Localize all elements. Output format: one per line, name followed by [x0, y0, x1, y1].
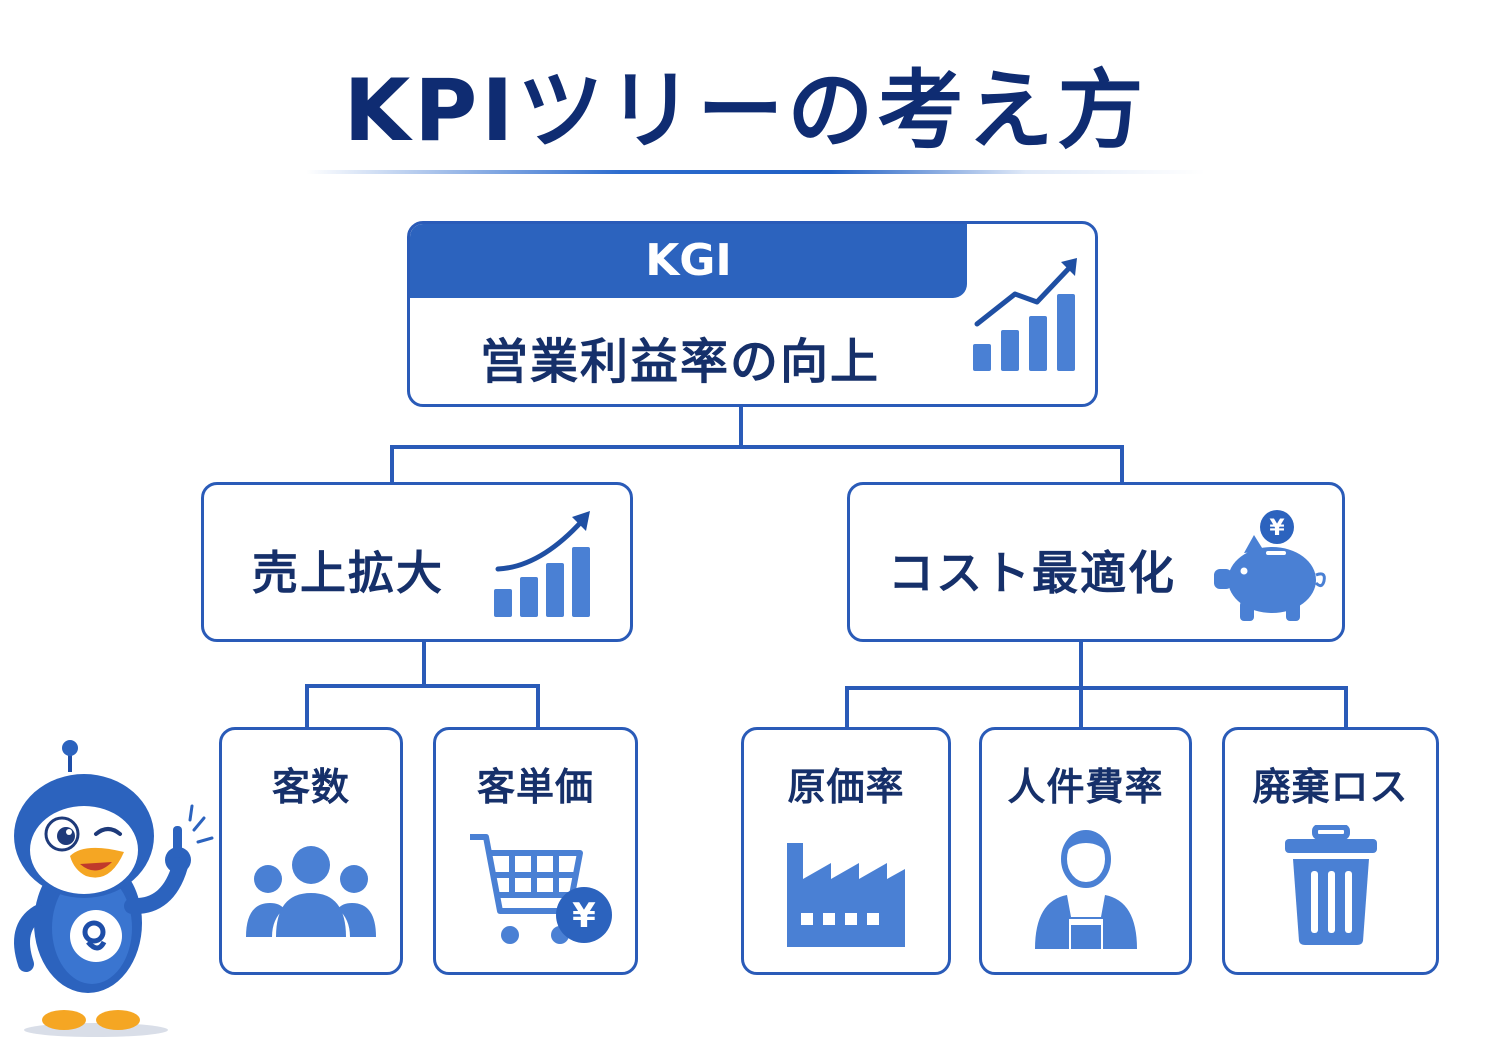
piggy-bank-icon: ¥	[1214, 510, 1326, 621]
shopping-cart-yen-icon: ¥	[470, 834, 612, 944]
branch-cost-optimization: コスト最適化 ¥	[847, 482, 1345, 642]
leaf-customer-count: 客数	[219, 727, 403, 975]
trash-can-icon	[1284, 825, 1377, 945]
factory-icon	[787, 843, 905, 947]
kgi-label: 営業利益率の向上	[480, 334, 881, 390]
leaf-waste-loss: 廃棄ロス	[1222, 727, 1439, 975]
kgi-badge: KGI	[410, 224, 967, 298]
branch-label: 売上拡大	[252, 546, 444, 600]
leaf-label: 客数	[271, 765, 350, 809]
title-divider	[306, 170, 1206, 174]
leaf-label: 客単価	[476, 765, 594, 809]
penguin-mascot	[14, 740, 214, 1037]
page-title: KPIツリーの考え方	[343, 61, 1148, 161]
growth-chart-icon	[973, 258, 1077, 371]
svg-text:¥: ¥	[1269, 516, 1285, 541]
people-group-icon	[246, 846, 376, 937]
leaf-cost-ratio: 原価率	[741, 727, 951, 975]
leaf-label: 廃棄ロス	[1252, 765, 1409, 809]
kgi-box: KGI 営業利益率の向上	[407, 221, 1098, 407]
branch-sales-growth: 売上拡大	[201, 482, 633, 642]
leaf-label: 原価率	[787, 765, 905, 809]
branch-label: コスト最適化	[888, 546, 1176, 600]
leaf-labor-cost-ratio: 人件費率	[979, 727, 1192, 975]
worker-icon	[1034, 830, 1137, 949]
leaf-average-spend: 客単価 ¥	[433, 727, 638, 975]
svg-text:¥: ¥	[572, 896, 596, 936]
leaf-label: 人件費率	[1007, 765, 1164, 809]
growth-chart-icon	[494, 511, 590, 617]
